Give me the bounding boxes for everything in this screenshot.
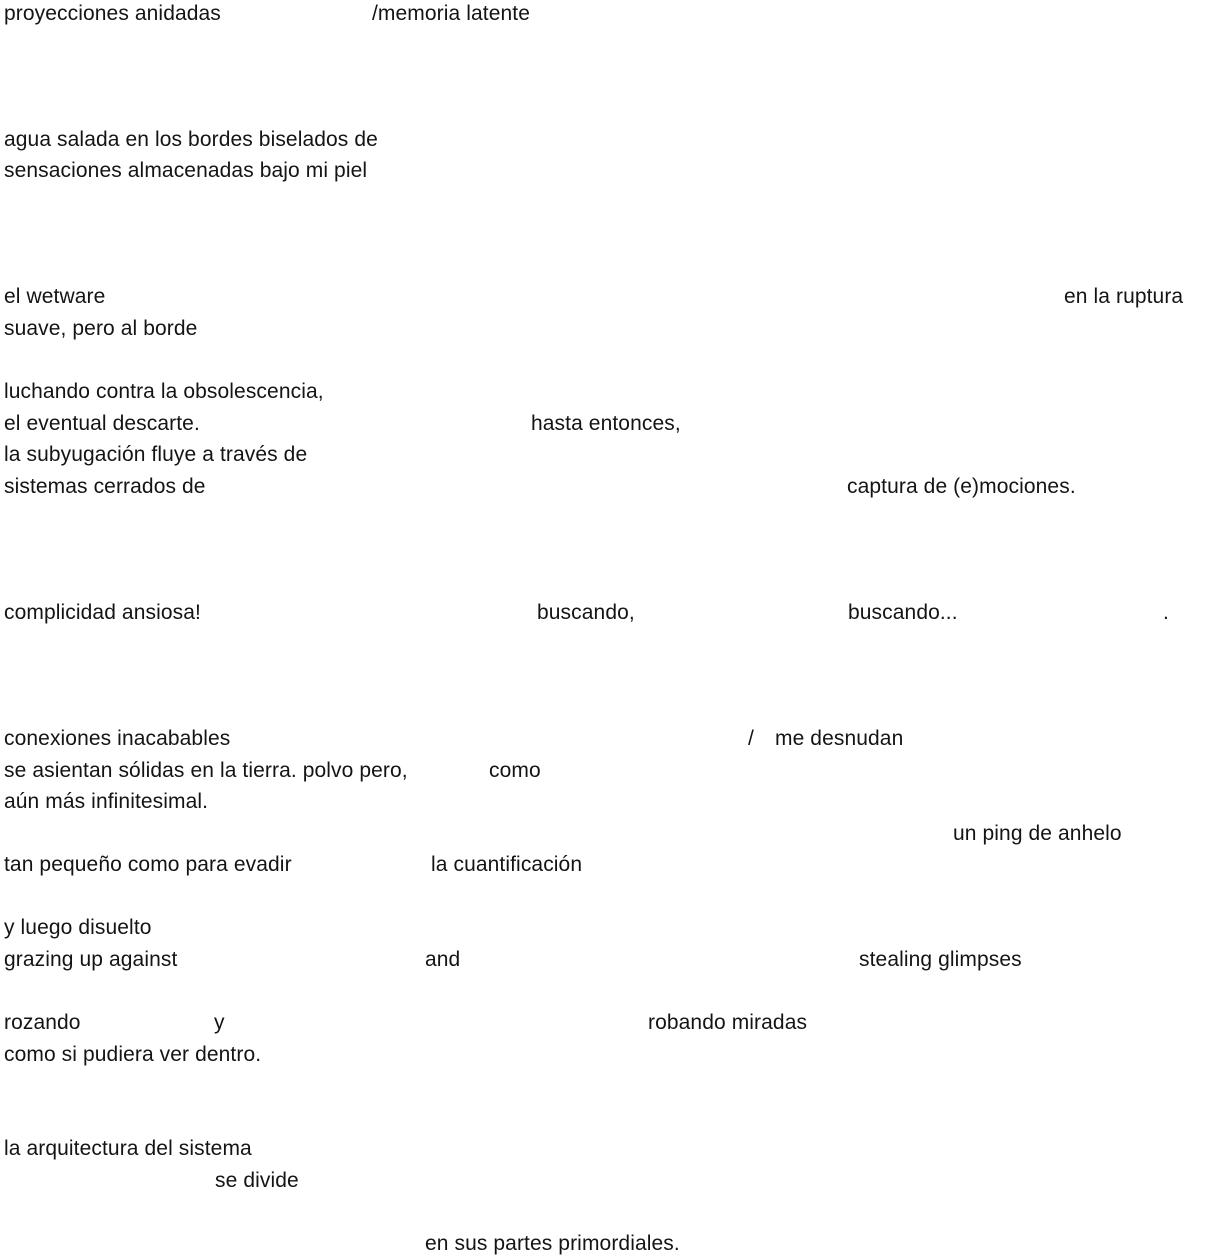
poem-line: la cuantificación: [431, 853, 583, 876]
poem-line: agua salada en los bordes biselados de: [4, 128, 378, 151]
poem-line: buscando,: [537, 601, 635, 624]
poem-line: .: [1163, 601, 1169, 624]
poem-line: and: [425, 948, 461, 971]
poem-line: y: [214, 1011, 225, 1034]
poem-line: grazing up against: [4, 948, 178, 971]
poem-line: como: [489, 759, 541, 782]
poem-line: suave, pero al borde: [4, 317, 198, 340]
poem-line: sensaciones almacenadas bajo mi piel: [4, 159, 368, 182]
poem-line: hasta entonces,: [531, 412, 681, 435]
poem-line: el eventual descarte.: [4, 412, 200, 435]
poem-line: conexiones inacabables: [4, 727, 231, 750]
poem-title: proyecciones anidadas: [4, 2, 221, 25]
poem-line: robando miradas: [648, 1011, 808, 1034]
poem-line: y luego disuelto: [4, 916, 152, 939]
poem-line: rozando: [4, 1011, 81, 1034]
poem-line: me desnudan: [775, 727, 904, 750]
poem-line: se asientan sólidas en la tierra. polvo …: [4, 759, 408, 782]
poem-line: stealing glimpses: [859, 948, 1022, 971]
poem-line: en la ruptura: [1064, 285, 1184, 308]
poem-line: el wetware: [4, 285, 106, 308]
poem-line: aún más infinitesimal.: [4, 790, 209, 813]
poem-line: un ping de anhelo: [953, 822, 1122, 845]
poem-line: la subyugación fluye a través de: [4, 443, 308, 466]
poem-line: buscando...: [848, 601, 958, 624]
poem-line: se divide: [215, 1169, 299, 1192]
poem-line: sistemas cerrados de: [4, 475, 206, 498]
poem-line: captura de (e)mociones.: [847, 475, 1076, 498]
poem-line: /: [748, 727, 754, 750]
poem-line: como si pudiera ver dentro.: [4, 1043, 262, 1066]
poem-line: en sus partes primordiales.: [425, 1232, 680, 1255]
poem-line: complicidad ansiosa!: [4, 601, 201, 624]
poem-title-aside: /memoria latente: [372, 2, 531, 25]
poem-line: luchando contra la obsolescencia,: [4, 380, 324, 403]
poem-line: la arquitectura del sistema: [4, 1137, 252, 1160]
poem-line: tan pequeño como para evadir: [4, 853, 292, 876]
